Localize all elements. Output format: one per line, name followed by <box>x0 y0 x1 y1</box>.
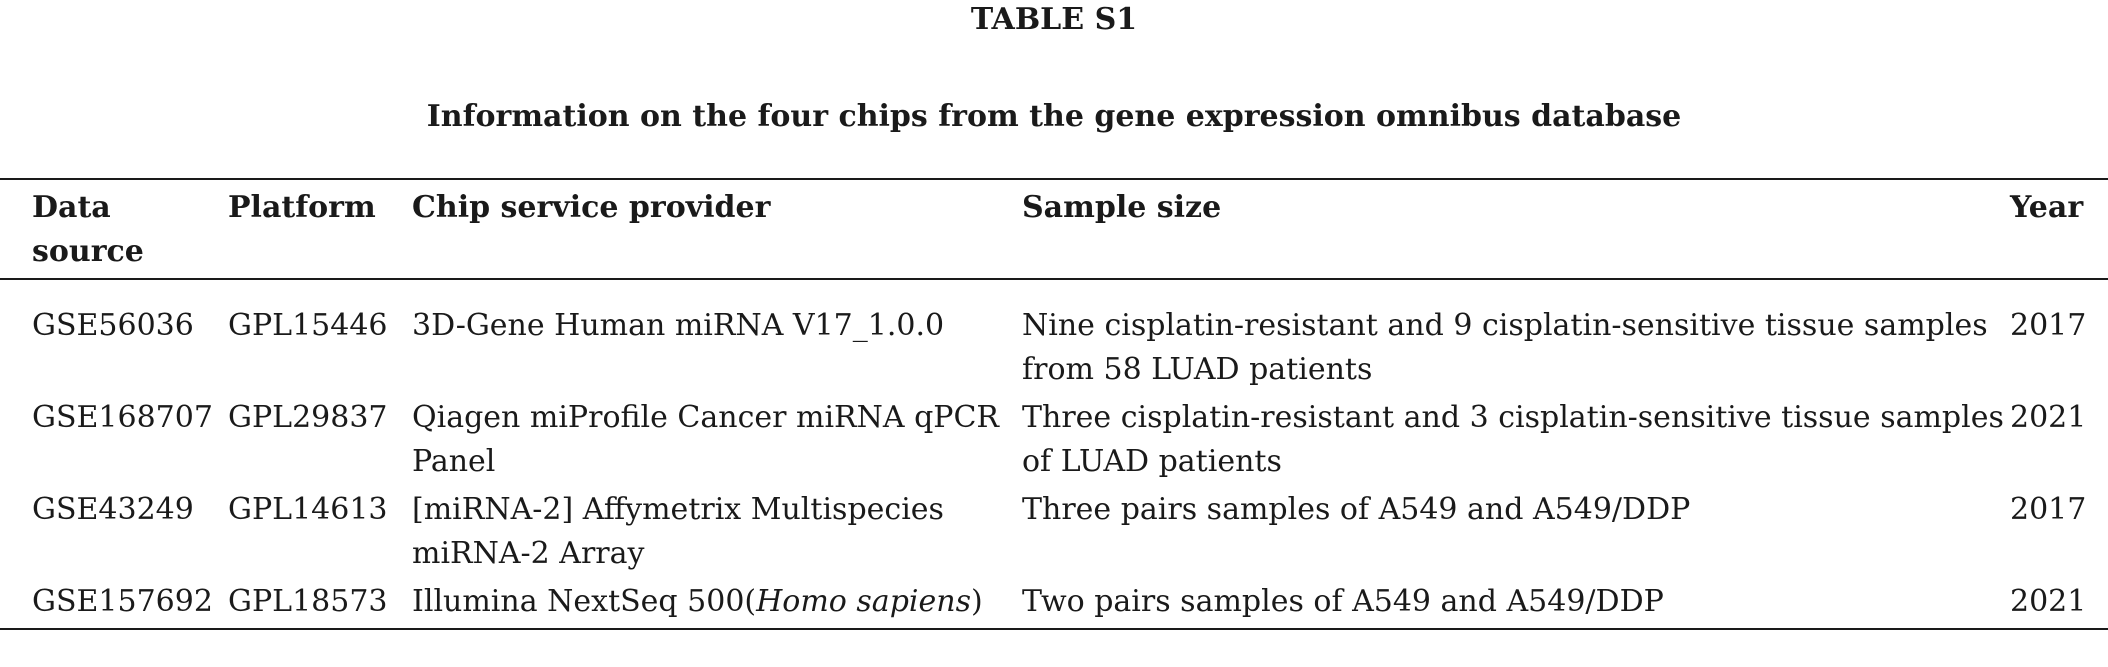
header-year: Year <box>2010 190 2084 225</box>
chips-table: Data source Platform Chip service provid… <box>0 178 2108 630</box>
cell-data-source: GSE157692 <box>32 584 213 619</box>
chip-provider-species: Homo sapiens <box>756 584 971 619</box>
cell-platform: GPL18573 <box>228 584 388 619</box>
cell-platform: GPL29837 <box>228 400 388 435</box>
header-sample-size: Sample size <box>1022 190 1222 225</box>
table-row: GSE157692 GPL18573 Illumina NextSeq 500(… <box>0 580 2108 629</box>
header-platform: Platform <box>228 190 376 225</box>
table-label: TABLE S1 <box>970 2 1138 37</box>
cell-platform: GPL14613 <box>228 492 388 527</box>
cell-chip-provider: Illumina NextSeq 500(Homo sapiens) <box>412 580 1022 629</box>
cell-sample-size: Three cisplatin-resistant and 3 cisplati… <box>1022 400 2004 479</box>
header-data-source: Data source <box>32 190 144 269</box>
cell-year: 2021 <box>2010 400 2087 435</box>
chip-provider-prefix: Illumina NextSeq 500( <box>412 584 757 619</box>
cell-platform: GPL15446 <box>228 308 388 343</box>
cell-year: 2017 <box>2010 308 2087 343</box>
table-header-row: Data source Platform Chip service provid… <box>0 179 2108 279</box>
cell-sample-size: Three pairs samples of A549 and A549/DDP <box>1022 492 1691 527</box>
chip-provider-suffix: ) <box>970 584 983 619</box>
header-chip-provider: Chip service provider <box>412 190 771 225</box>
table-caption: Information on the four chips from the g… <box>426 99 1682 134</box>
cell-chip-provider: 3D-Gene Human miRNA V17_1.0.0 <box>412 308 945 343</box>
table-row: GSE168707 GPL29837 Qiagen miProfile Canc… <box>0 396 2108 488</box>
cell-chip-provider: Qiagen miProfile Cancer miRNA qPCR Panel <box>412 400 1000 479</box>
cell-chip-provider: [miRNA-2] Affymetrix Multispecies miRNA-… <box>412 492 944 571</box>
cell-data-source: GSE56036 <box>32 308 194 343</box>
cell-data-source: GSE168707 <box>32 400 213 435</box>
cell-year: 2021 <box>2010 584 2087 619</box>
cell-sample-size: Two pairs samples of A549 and A549/DDP <box>1022 584 1664 619</box>
table-row: GSE56036 GPL15446 3D-Gene Human miRNA V1… <box>0 279 2108 396</box>
cell-year: 2017 <box>2010 492 2087 527</box>
cell-data-source: GSE43249 <box>32 492 194 527</box>
cell-sample-size: Nine cisplatin-resistant and 9 cisplatin… <box>1022 308 1988 387</box>
table-row: GSE43249 GPL14613 [miRNA-2] Affymetrix M… <box>0 488 2108 580</box>
